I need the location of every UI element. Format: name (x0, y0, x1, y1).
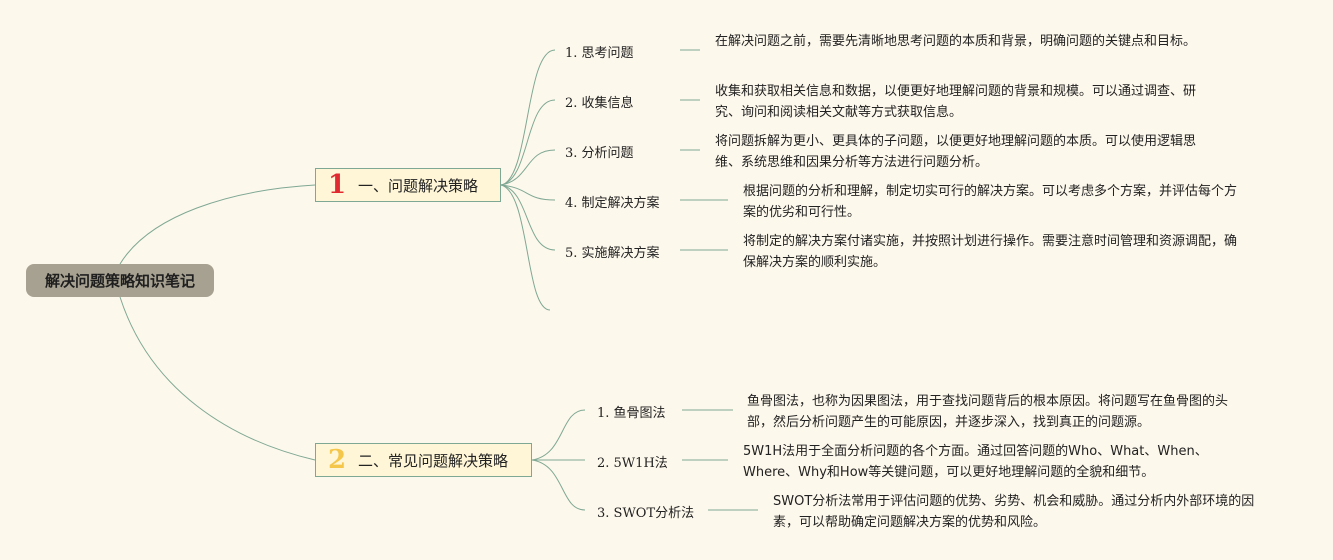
connector-b2-item1 (531, 409, 586, 461)
branch-label-1: 一、问题解决策略 (358, 176, 479, 195)
topic-make-solution[interactable]: 4. 制定解决方案 (565, 196, 660, 211)
note-make-solution: 根据问题的分析和理解，制定切实可行的解决方案。可以考虑多个方案，并评估每个方案的… (743, 184, 1238, 220)
connector-b1-item3 (500, 149, 556, 186)
branch-number-2: 2 (327, 445, 347, 475)
connector-b1-end (500, 184, 551, 311)
note-collect-info: 收集和获取相关信息和数据，以便更好地理解问题的背景和规模。可以通过调查、研究、询… (715, 84, 1197, 120)
connector-b2-item3 (531, 459, 586, 511)
root-node[interactable]: 解决问题策略知识笔记 (26, 264, 214, 297)
connector-b1-item4 (500, 184, 556, 201)
note-analyze-problem: 将问题拆解为更小、更具体的子问题，以便更好地理解问题的本质。可以使用逻辑思维、系… (715, 134, 1197, 170)
connector-b1-item5 (500, 184, 556, 251)
topic-analyze-problem[interactable]: 3. 分析问题 (565, 146, 634, 161)
note-implement-solution: 将制定的解决方案付诸实施，并按照计划进行操作。需要注意时间管理和资源调配，确保解… (743, 234, 1238, 270)
topic-think-problem[interactable]: 1. 思考问题 (565, 46, 634, 61)
branch-number-1: 1 (327, 170, 347, 200)
root-label: 解决问题策略知识笔记 (44, 272, 195, 290)
topic-5w1h[interactable]: 2. 5W1H法 (597, 456, 668, 471)
branch-node-1[interactable]: 1 一、问题解决策略 (315, 168, 501, 202)
branch-label-2: 二、常见问题解决策略 (358, 451, 509, 470)
note-think-problem: 在解决问题之前，需要先清晰地思考问题的本质和背景，明确问题的关键点和目标。 (715, 34, 1197, 49)
topic-fishbone[interactable]: 1. 鱼骨图法 (597, 406, 666, 421)
topic-collect-info[interactable]: 2. 收集信息 (565, 96, 634, 111)
connector-b1-item2 (500, 99, 556, 186)
note-fishbone: 鱼骨图法，也称为因果图法，用于查找问题背后的根本原因。将问题写在鱼骨图的头部，然… (747, 394, 1229, 430)
topic-swot[interactable]: 3. SWOT分析法 (597, 506, 695, 521)
topic-implement-solution[interactable]: 5. 实施解决方案 (565, 246, 660, 261)
branch-node-2[interactable]: 2 二、常见问题解决策略 (315, 443, 532, 477)
connector-root-branch2 (119, 296, 316, 461)
connector-b1-item1 (500, 49, 556, 186)
note-5w1h: 5W1H法用于全面分析问题的各个方面。通过回答问题的Who、What、When、… (743, 444, 1208, 480)
note-swot: SWOT分析法常用于评估问题的优势、劣势、机会和威胁。通过分析内外部环境的因素，… (773, 494, 1255, 530)
connector-root-branch1 (119, 184, 316, 265)
